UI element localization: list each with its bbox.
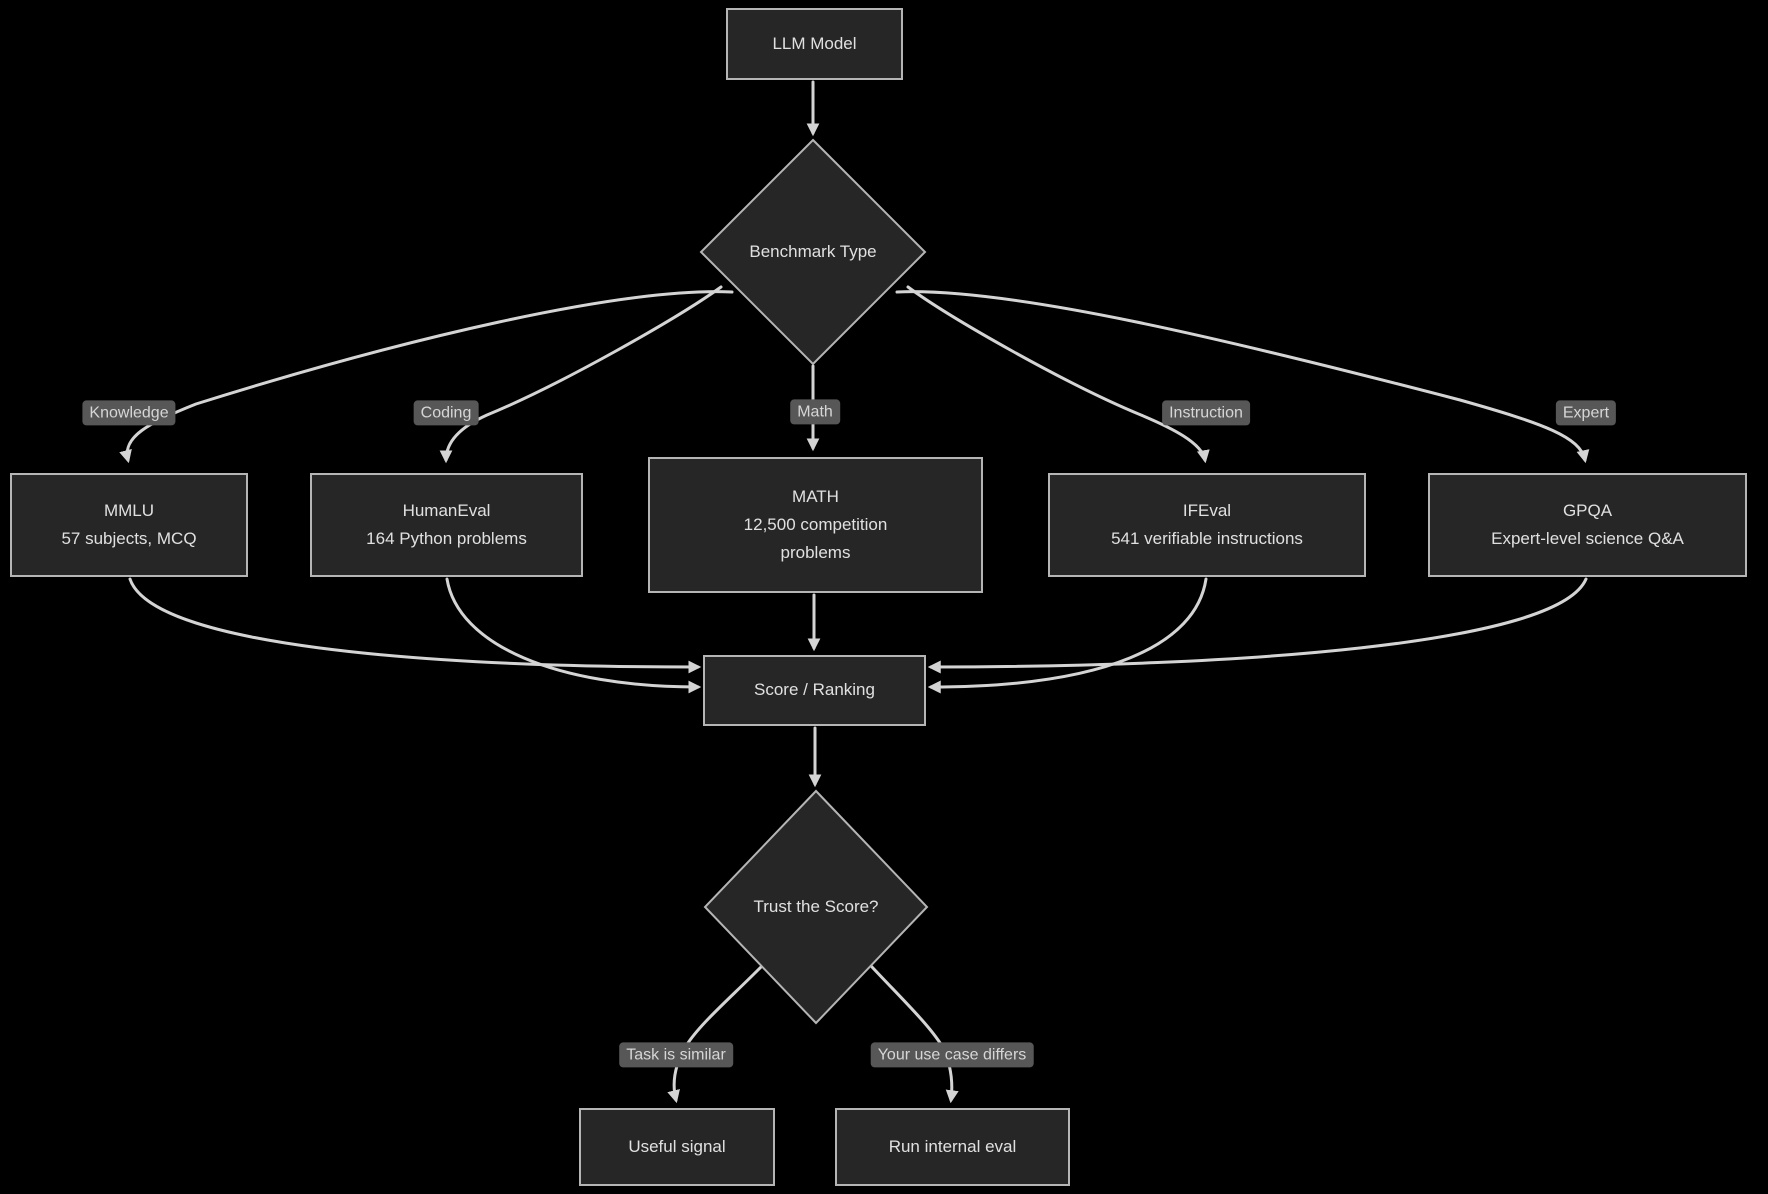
edge-label-use-case-differs: Your use case differs xyxy=(870,1042,1034,1068)
decision-trust-score-shape xyxy=(703,789,929,1025)
node-mmlu: MMLU 57 subjects, MCQ xyxy=(10,473,248,577)
node-math-title: MATH xyxy=(792,486,839,506)
edge-knowledge-to-mmlu xyxy=(119,290,734,464)
node-gpqa-title: GPQA xyxy=(1562,500,1613,520)
node-ifeval-title: IFEval xyxy=(1182,500,1232,520)
edge-differs-to-runeval xyxy=(870,965,959,1104)
node-score-ranking-label: Score / Ranking xyxy=(754,680,875,700)
edge-humaneval-to-score xyxy=(445,577,702,694)
node-math: MATH 12,500 competition problems xyxy=(648,457,983,593)
node-gpqa: GPQA Expert-level science Q&A xyxy=(1428,473,1747,577)
node-score-ranking: Score / Ranking xyxy=(703,655,926,726)
edge-label-math: Math xyxy=(790,399,840,425)
node-ifeval-subtitle: 541 verifiable instructions xyxy=(1111,529,1303,548)
node-mmlu-subtitle: 57 subjects, MCQ xyxy=(61,529,197,548)
node-run-internal-eval: Run internal eval xyxy=(835,1108,1070,1186)
edge-gpqa-to-score xyxy=(927,577,1588,674)
edge-instruction-to-ifeval xyxy=(906,285,1210,464)
decision-benchmark-type-label: Benchmark Type xyxy=(749,242,877,261)
edge-label-coding: Coding xyxy=(413,400,479,426)
edge-similar-to-useful xyxy=(667,965,763,1104)
node-useful-signal-label: Useful signal xyxy=(628,1136,726,1156)
edge-coding-to-humaneval xyxy=(439,285,723,464)
edge-label-task-is-similar: Task is similar xyxy=(619,1042,733,1068)
node-humaneval-title: HumanEval xyxy=(402,500,491,520)
edge-ifeval-to-score xyxy=(927,577,1208,694)
node-gpqa-subtitle: Expert-level science Q&A xyxy=(1491,529,1684,548)
node-useful-signal: Useful signal xyxy=(579,1108,775,1186)
node-humaneval: HumanEval 164 Python problems xyxy=(310,473,583,577)
edge-label-expert: Expert xyxy=(1555,400,1617,426)
edge-mmlu-to-score xyxy=(128,577,702,674)
node-ifeval: IFEval 541 verifiable instructions xyxy=(1048,473,1366,577)
edge-expert-to-gpqa xyxy=(895,290,1590,464)
edge-label-instruction: Instruction xyxy=(1162,400,1250,426)
node-humaneval-subtitle: 164 Python problems xyxy=(366,529,527,548)
node-llm-model-label: LLM Model xyxy=(772,33,857,53)
node-run-internal-eval-label: Run internal eval xyxy=(888,1136,1017,1156)
node-math-subtitle: 12,500 competition problems xyxy=(743,514,888,563)
decision-trust-score-label: Trust the Score? xyxy=(753,897,879,916)
node-mmlu-title: MMLU xyxy=(103,500,155,520)
decision-benchmark-type-shape xyxy=(699,138,927,366)
node-llm-model: LLM Model xyxy=(726,8,903,80)
edge-label-knowledge: Knowledge xyxy=(82,400,176,426)
